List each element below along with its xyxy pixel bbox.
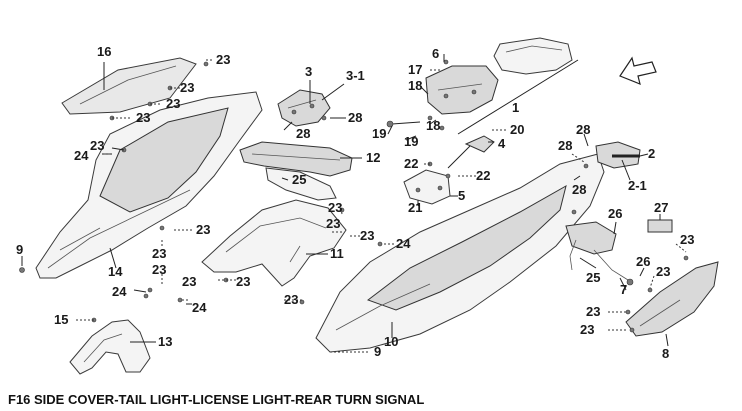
callout-23: 23	[284, 292, 298, 307]
callout-9: 9	[374, 344, 381, 359]
part-13-trim-strip	[69, 319, 151, 375]
callout-23: 23	[236, 274, 250, 289]
callout-1: 1	[512, 100, 519, 115]
callout-2: 2	[648, 146, 655, 161]
callout-23: 23	[152, 262, 166, 277]
callout-28: 28	[558, 138, 572, 153]
callout-12: 12	[366, 150, 380, 165]
callout-23: 23	[326, 216, 340, 231]
callout-13: 13	[158, 334, 172, 349]
callout-26: 26	[608, 206, 622, 221]
callout-19: 19	[372, 126, 386, 141]
part-9-clip-left	[19, 267, 25, 273]
part-21-license-bracket	[403, 169, 451, 205]
callout-24: 24	[112, 284, 127, 299]
callout-15: 15	[54, 312, 68, 327]
callout-24: 24	[74, 148, 89, 163]
callout-23: 23	[216, 52, 230, 67]
callout-23: 23	[656, 264, 670, 279]
diagram-caption: F16 SIDE COVER-TAIL LIGHT-LICENSE LIGHT-…	[8, 392, 424, 407]
callout-9: 9	[16, 242, 23, 257]
part-1-tail-light-assembly	[425, 37, 573, 115]
callout-16: 16	[97, 44, 111, 59]
part-16-cover-panel	[61, 57, 197, 115]
callout-28: 28	[572, 182, 586, 197]
callout-23: 23	[586, 304, 600, 319]
callout-17: 17	[408, 62, 422, 77]
callout-11: 11	[330, 246, 344, 261]
part-7-turn-signal	[565, 221, 634, 286]
callout-5: 5	[458, 188, 465, 203]
callout-23: 23	[90, 138, 104, 153]
part-2-license-light	[595, 141, 641, 169]
part-12-rear-frame	[239, 141, 353, 201]
callout-10: 10	[384, 334, 398, 349]
part-8-right-panel	[625, 261, 719, 337]
callout-24: 24	[396, 236, 411, 251]
callout-26: 26	[636, 254, 650, 269]
callout-4: 4	[498, 136, 506, 151]
callout-23: 23	[360, 228, 374, 243]
callout-28: 28	[576, 122, 590, 137]
callout-22: 22	[476, 168, 490, 183]
callout-3: 3	[305, 64, 312, 79]
callout-labels: 16 23 23 23 23 23 24 3 3-1 28 28 12 25 6…	[16, 44, 694, 361]
callout-23: 23	[182, 274, 196, 289]
callout-27: 27	[654, 200, 668, 215]
leader-lines	[21, 54, 687, 353]
callout-23: 23	[152, 246, 166, 261]
callout-28: 28	[296, 126, 310, 141]
callout-23: 23	[166, 96, 180, 111]
callout-23: 23	[196, 222, 210, 237]
callout-18: 18	[408, 78, 422, 93]
callout-14: 14	[108, 264, 123, 279]
callout-28: 28	[348, 110, 362, 125]
callout-23: 23	[136, 110, 150, 125]
callout-21: 21	[408, 200, 422, 215]
arrow-up-left-icon	[619, 56, 657, 85]
callout-18: 18	[426, 118, 440, 133]
part-11-mud-guard	[201, 199, 347, 287]
callout-8: 8	[662, 346, 669, 361]
callout-2-1: 2-1	[628, 178, 647, 193]
part-3-tail-light-bracket	[277, 89, 331, 127]
callout-25: 25	[292, 172, 306, 187]
part-27-lens	[647, 219, 673, 233]
callout-23: 23	[680, 232, 694, 247]
part-10-right-side-cover	[315, 153, 605, 353]
callout-23: 23	[180, 80, 194, 95]
callout-23: 23	[328, 200, 342, 215]
callout-19: 19	[404, 134, 418, 149]
callout-25: 25	[586, 270, 600, 285]
callout-24: 24	[192, 300, 207, 315]
part-14-left-side-cover	[35, 91, 263, 279]
callout-23: 23	[580, 322, 594, 337]
callout-22: 22	[404, 156, 418, 171]
callout-6: 6	[432, 46, 439, 61]
callout-20: 20	[510, 122, 524, 137]
callout-7: 7	[620, 282, 627, 297]
callout-3-1: 3-1	[346, 68, 365, 83]
